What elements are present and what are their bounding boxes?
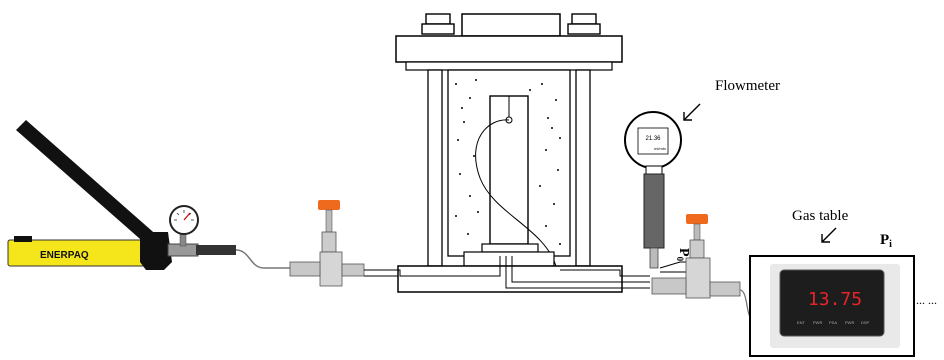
right-needle-valve[interactable] bbox=[652, 214, 740, 298]
flowmeter-label: Flowmeter bbox=[715, 78, 780, 94]
pump-head bbox=[140, 232, 172, 270]
valve-handle-icon[interactable] bbox=[686, 214, 708, 224]
pump-brand-label: ENERPAQ bbox=[40, 250, 89, 261]
gas-table-reading: 13.75 bbox=[808, 289, 862, 310]
left-needle-valve[interactable] bbox=[290, 200, 364, 286]
gas-table-label: Gas table bbox=[792, 208, 849, 224]
gas-table-button[interactable]: PWR bbox=[845, 320, 854, 325]
pump-hose bbox=[236, 250, 290, 268]
pump-lever bbox=[16, 120, 160, 246]
valve-handle-icon[interactable] bbox=[318, 200, 340, 210]
gas-table-button[interactable]: PWR bbox=[813, 320, 822, 325]
gas-table: 13.75 ENT PWR PSA PWR DSP bbox=[750, 256, 914, 356]
flowmeter-arrow-icon bbox=[684, 104, 700, 120]
flowmeter-reading: 21.36 bbox=[645, 136, 661, 142]
gas-table-button[interactable]: DSP bbox=[861, 320, 870, 325]
flowmeter-body bbox=[644, 174, 664, 248]
triaxial-cell-frame bbox=[364, 14, 650, 292]
gas-table-button[interactable]: PSA bbox=[829, 320, 837, 325]
flowmeter-unit: ml/min bbox=[654, 146, 666, 151]
flowmeter: 21.36 ml/min bbox=[625, 112, 681, 268]
continuation-dots: ... ... bbox=[916, 293, 937, 307]
gas-table-arrow-icon bbox=[822, 228, 836, 242]
pi-label: Pi bbox=[880, 232, 892, 250]
gas-table-button[interactable]: ENT bbox=[797, 320, 806, 325]
hand-pump: ENERPAQ bbox=[8, 120, 236, 270]
